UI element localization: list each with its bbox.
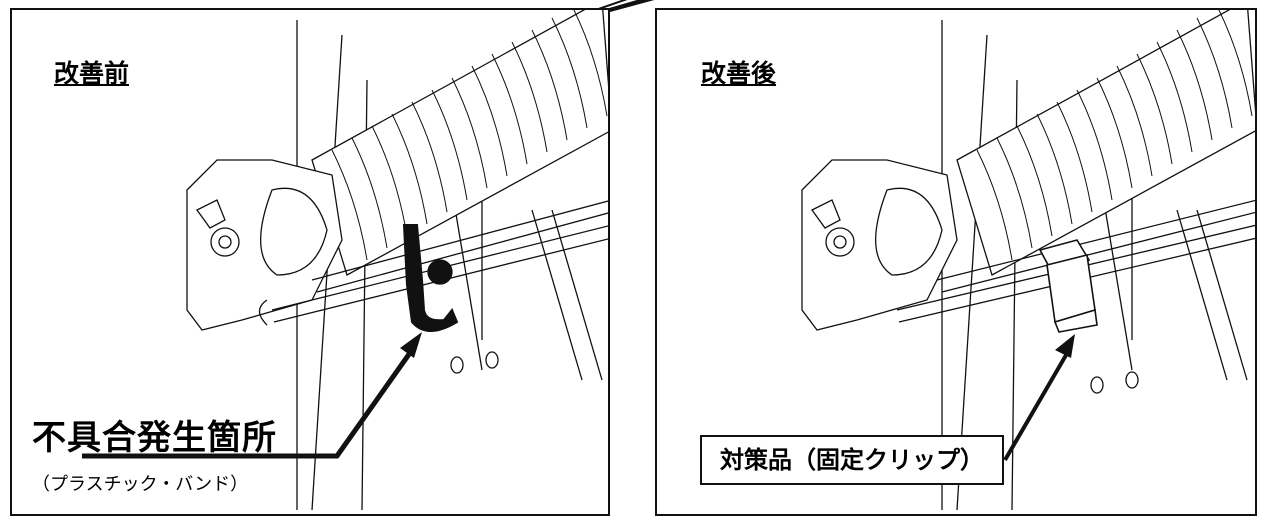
after-panel: 改善後 対策品（固定クリップ）: [655, 8, 1257, 516]
defect-part-sublabel: （プラスチック・バンド）: [32, 474, 249, 495]
defect-location-label: 不具合発生箇所: [32, 418, 277, 458]
before-title: 改善前: [54, 59, 130, 88]
leader-arrowhead: [1055, 334, 1075, 358]
leader-arrowhead: [400, 332, 422, 358]
after-assembly-drawing: [801, 10, 1255, 511]
plastic-band-part: [402, 224, 459, 332]
leader-line: [1003, 348, 1071, 462]
fixing-clip-part: [1038, 239, 1098, 333]
after-title: 改善後: [701, 59, 777, 88]
countermeasure-label: 対策品（固定クリップ）: [720, 446, 984, 474]
leader-line: [82, 348, 415, 459]
countermeasure-label-box: 対策品（固定クリップ）: [700, 435, 1004, 485]
before-panel: 改善前 不具合発生箇所 （プラスチック・バンド）: [10, 8, 610, 516]
before-assembly-drawing: [82, 10, 608, 511]
